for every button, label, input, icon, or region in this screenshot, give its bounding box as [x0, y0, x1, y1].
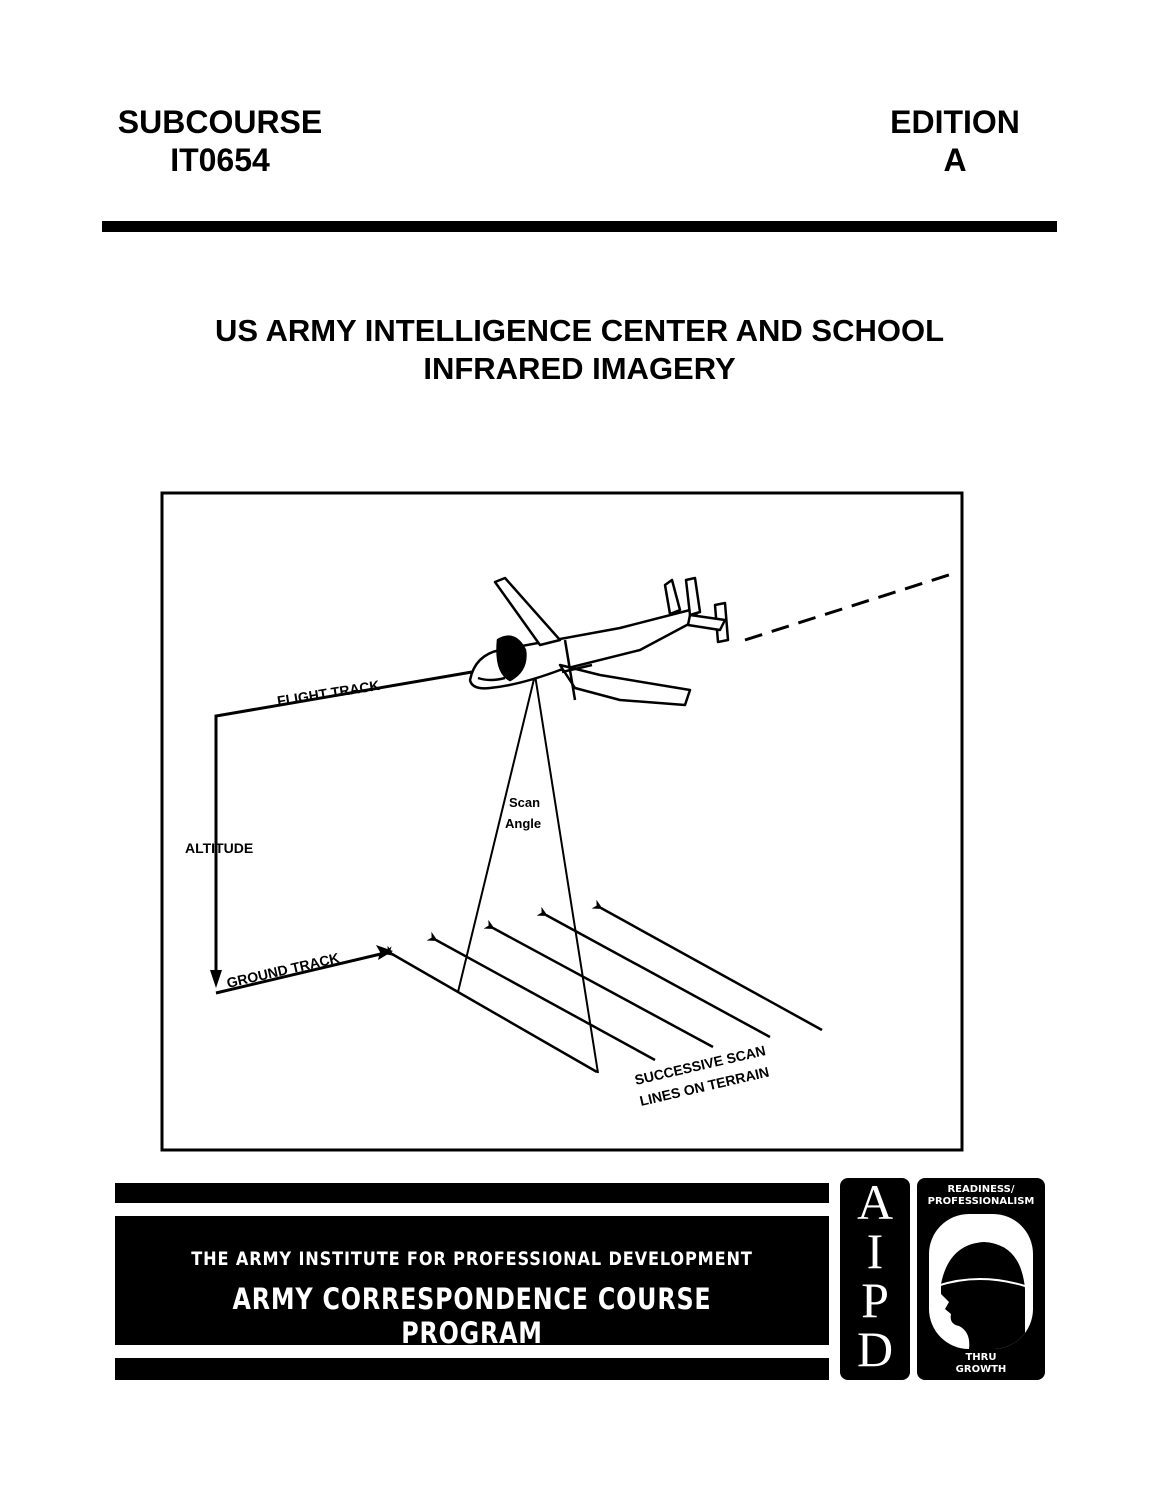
figure-frame: [160, 491, 964, 1152]
subcourse-label: SUBCOURSE: [117, 104, 323, 140]
edition-label: EDITION: [890, 104, 1020, 140]
logo-letter: A: [856, 1174, 894, 1230]
edition-value: A: [943, 142, 967, 178]
logo-letter: D: [856, 1321, 894, 1377]
ground-track-label: GROUND TRACK: [225, 949, 341, 990]
scan-line: [536, 906, 771, 1039]
subcourse-number: IT0654: [170, 142, 270, 178]
scan-line: [591, 899, 823, 1032]
ground-track-arrowhead: [376, 945, 393, 960]
soldier-helmet-icon: [929, 1214, 1033, 1349]
scan-lines: [382, 899, 823, 1074]
aipd-seal: READINESS/ PROFESSIONALISM THRU GROWTH: [917, 1178, 1045, 1380]
logo-letter: I: [866, 1223, 884, 1279]
title-line-2: INFRARED IMAGERY: [423, 351, 736, 386]
altitude-arrowhead: [210, 970, 222, 988]
subcourse-block: SUBCOURSE IT0654: [100, 103, 340, 179]
banner-line-1: THE ARMY INSTITUTE FOR PROFESSIONAL DEVE…: [191, 1248, 753, 1270]
scan-line: [382, 945, 598, 1074]
flight-path-dashed: [744, 571, 956, 642]
seal-bottom-text: THRU GROWTH: [955, 1352, 1007, 1375]
aipd-logo: A I P D: [840, 1174, 910, 1380]
seal-top-text: READINESS/ PROFESSIONALISM: [927, 1184, 1035, 1207]
airplane-icon: [468, 576, 730, 707]
document-title: US ARMY INTELLIGENCE CENTER AND SCHOOL I…: [0, 312, 1159, 388]
banner-top-bar: [115, 1183, 829, 1203]
title-line-1: US ARMY INTELLIGENCE CENTER AND SCHOOL: [214, 313, 945, 348]
scan-angle-lines: [457, 674, 599, 1074]
ground-track-line: [215, 946, 394, 995]
scan-line: [426, 931, 656, 1062]
banner-bottom-bar: [115, 1358, 829, 1380]
banner-line-2: ARMY CORRESPONDENCE COURSE PROGRAM: [232, 1282, 712, 1350]
scan-line: [483, 919, 714, 1049]
flight-track-line: [214, 670, 473, 982]
header-rule: [102, 221, 1057, 232]
scan-angle-label-1: Scan: [509, 795, 540, 810]
scan-angle-label-2: Angle: [505, 816, 541, 831]
logo-letter: P: [861, 1272, 889, 1328]
program-banner: THE ARMY INSTITUTE FOR PROFESSIONAL DEVE…: [115, 1216, 829, 1350]
altitude-label: ALTITUDE: [185, 840, 253, 856]
edition-block: EDITION A: [860, 103, 1050, 179]
flight-track-label: FLIGHT TRACK: [276, 677, 381, 709]
